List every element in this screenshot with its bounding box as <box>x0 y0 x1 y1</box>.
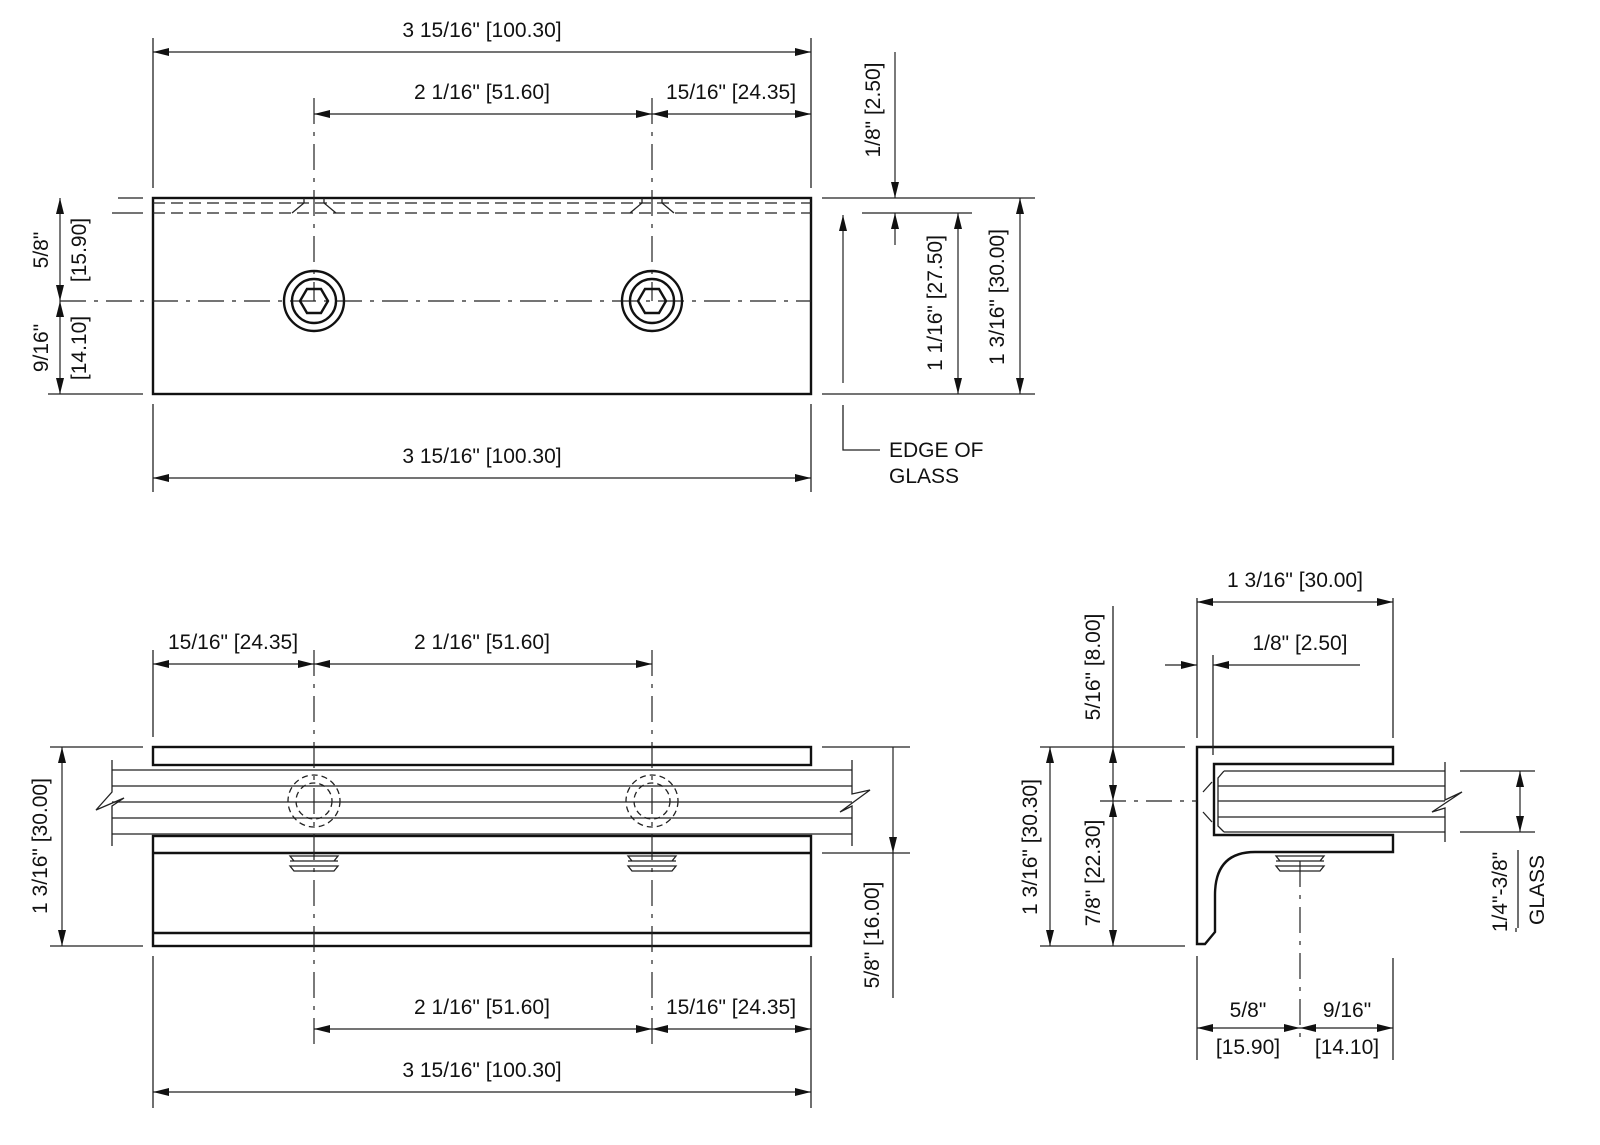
top-plate <box>151 745 813 767</box>
edge-of-glass-label-2: GLASS <box>889 465 959 488</box>
top-view: 3 15/16" [100.30] 2 1/16" [51.60] 15/16"… <box>30 19 1035 492</box>
glass-panel <box>95 760 871 846</box>
clamp-profile <box>1195 745 1395 946</box>
dim-hole-spacing: 2 1/16" [51.60] <box>414 81 550 104</box>
dim-upper-mm: [15.90] <box>68 218 91 282</box>
dim-overall-height: 1 3/16" [30.00] <box>986 229 1009 365</box>
dim-lower-in: 9/16" <box>30 324 53 372</box>
dim-top-to-center: 5/16" [8.00] <box>1082 614 1105 721</box>
dim-overall-width: 3 15/16" [100.30] <box>402 1059 561 1082</box>
clamp-body-outline <box>151 196 813 396</box>
dim-upper-in: 5/8" <box>30 232 53 269</box>
dim-back-to-screw-mm: [15.90] <box>1216 1036 1280 1059</box>
dim-lip: 1/8" [2.50] <box>1252 632 1347 655</box>
glass-label: GLASS <box>1526 855 1549 925</box>
glass-section <box>1202 762 1463 842</box>
dim-edge-to-hole: 15/16" [24.35] <box>168 631 298 654</box>
dim-lower-mm: [14.10] <box>68 316 91 380</box>
dim-overall-depth: 1 3/16" [30.00] <box>1227 569 1363 592</box>
set-screw-right <box>620 269 684 333</box>
dim-back-to-screw-in: 5/8" <box>1230 999 1267 1022</box>
lower-body <box>151 834 813 948</box>
dim-hole-to-edge-bottom: 15/16" [24.35] <box>666 996 796 1019</box>
front-view: 15/16" [24.35] 2 1/16" [51.60] 1 3/16" [… <box>29 631 910 1108</box>
dim-overall-height: 1 3/16" [30.30] <box>1019 779 1042 915</box>
dim-hole-spacing-top: 2 1/16" [51.60] <box>414 631 550 654</box>
dim-overall-height: 1 3/16" [30.00] <box>29 778 52 914</box>
dim-glass-depth: 1 1/16" [27.50] <box>924 235 947 371</box>
edge-of-glass-label-1: EDGE OF <box>889 439 984 462</box>
dim-hole-to-edge: 15/16" [24.35] <box>666 81 796 104</box>
side-view: 1 3/16" [30.00] 1/8" [2.50] 5/16" [8.00]… <box>1019 569 1549 1060</box>
dim-screw-to-front-mm: [14.10] <box>1315 1036 1379 1059</box>
dim-lower-height: 5/8" [16.00] <box>861 882 884 989</box>
set-screw-left <box>282 269 346 333</box>
dim-overall-width-top: 3 15/16" [100.30] <box>402 19 561 42</box>
dim-overall-width-bottom: 3 15/16" [100.30] <box>402 445 561 468</box>
dim-screw-to-front-in: 9/16" <box>1323 999 1371 1022</box>
dim-lip: 1/8" [2.50] <box>862 62 885 157</box>
dim-center-to-bottom: 7/8" [22.30] <box>1082 820 1105 927</box>
dim-hole-spacing-bottom: 2 1/16" [51.60] <box>414 996 550 1019</box>
dim-glass-range: 1/4"-3/8" <box>1489 852 1512 932</box>
